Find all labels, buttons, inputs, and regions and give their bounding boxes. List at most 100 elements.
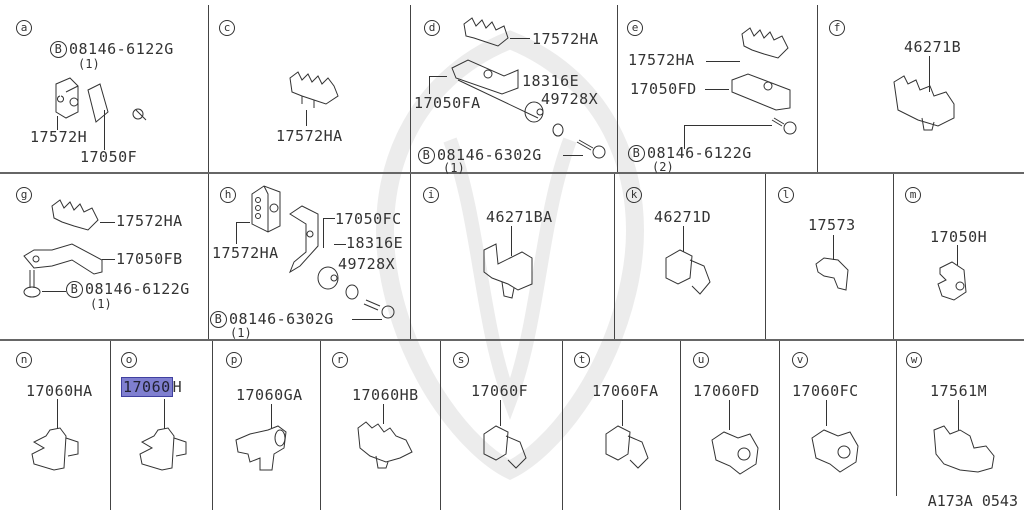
col-divider xyxy=(320,341,321,510)
comb-clamp-icon xyxy=(741,27,789,59)
col-divider xyxy=(212,341,213,510)
ref-marker-n: n xyxy=(16,352,32,368)
ref-marker-f: f xyxy=(829,20,845,36)
ref-marker-u: u xyxy=(693,352,709,368)
bolt-quantity: (1) xyxy=(230,326,252,340)
multi-clip-icon xyxy=(933,425,995,473)
col-divider xyxy=(614,174,615,339)
part-number-17060FA[interactable]: 17060FA xyxy=(592,382,659,400)
col-divider xyxy=(765,174,766,339)
ref-marker-g: g xyxy=(16,187,32,203)
bolt-symbol-icon: B xyxy=(418,147,435,164)
col-divider xyxy=(893,174,894,339)
comb-clamp-icon xyxy=(289,71,339,108)
bracket-icon xyxy=(451,59,564,137)
col-divider xyxy=(617,5,618,172)
bracket-icon xyxy=(288,205,395,319)
part-number-17060FC[interactable]: 17060FC xyxy=(792,382,859,400)
ref-marker-e: e xyxy=(627,20,643,36)
bolt-quantity: (1) xyxy=(78,57,100,71)
col-divider xyxy=(208,174,209,339)
push-clip-icon xyxy=(665,249,711,295)
part-number-17060FD[interactable]: 17060FD xyxy=(693,382,760,400)
part-number-17050H[interactable]: 17050H xyxy=(930,228,988,246)
comb-clamp-icon xyxy=(463,17,509,47)
bracket-icon xyxy=(23,243,103,275)
ref-marker-k: k xyxy=(626,187,642,203)
ref-marker-h: h xyxy=(220,187,236,203)
bolt-symbol-icon: B xyxy=(50,41,67,58)
part-number-17561M[interactable]: 17561M xyxy=(930,382,988,400)
col-divider xyxy=(110,341,111,510)
part-number-46271D[interactable]: 46271D xyxy=(654,208,712,226)
bolt-symbol-icon: B xyxy=(66,281,83,298)
search-highlight: 17060 xyxy=(121,377,173,397)
bolt-symbol-icon: B xyxy=(628,145,645,162)
part-number-17572HA[interactable]: 17572HA xyxy=(532,30,599,48)
part-number-17573[interactable]: 17573 xyxy=(808,216,856,234)
part-number-46271BA[interactable]: 46271BA xyxy=(486,208,553,226)
part-number-17050FD[interactable]: 17050FD xyxy=(630,80,697,98)
ref-marker-w: w xyxy=(906,352,922,368)
part-number-17060GA[interactable]: 17060GA xyxy=(236,386,303,404)
part-number-18316E[interactable]: 18316E xyxy=(346,234,404,252)
clamp-bracket-icon xyxy=(55,77,147,123)
col-divider xyxy=(896,341,897,496)
ref-marker-v: v xyxy=(792,352,808,368)
multi-clip-icon xyxy=(357,421,413,469)
ref-marker-o: o xyxy=(121,352,137,368)
diagram-code: A173A 0543 xyxy=(927,492,1018,510)
bolt-icon xyxy=(23,270,41,298)
part-number-17060F[interactable]: 17060F xyxy=(471,382,529,400)
clamp-block-icon xyxy=(251,185,281,233)
part-number-17572HA[interactable]: 17572HA xyxy=(276,127,343,145)
clip-icon xyxy=(483,243,533,299)
part-number-17572H[interactable]: 17572H xyxy=(30,128,88,146)
ref-marker-d: d xyxy=(424,20,440,36)
ref-marker-s: s xyxy=(453,352,469,368)
part-number-17572HA[interactable]: 17572HA xyxy=(116,212,183,230)
clip-icon xyxy=(815,257,849,291)
col-divider xyxy=(817,5,818,172)
part-number-17060HB[interactable]: 17060HB xyxy=(352,386,419,404)
row-divider-2 xyxy=(0,339,1024,341)
col-divider xyxy=(440,341,441,510)
part-number-17050FA[interactable]: 17050FA xyxy=(414,94,481,112)
bolt-icon xyxy=(576,139,606,159)
bolt-quantity: (1) xyxy=(443,161,465,175)
col-divider xyxy=(410,174,411,339)
push-clip-icon xyxy=(605,425,649,469)
part-number-46271B[interactable]: 46271B xyxy=(904,38,962,56)
watermark-emblem xyxy=(376,30,644,481)
part-number-18316E[interactable]: 18316E xyxy=(522,72,580,90)
clip-icon xyxy=(139,427,187,471)
col-divider xyxy=(208,5,209,172)
part-number-17572HA[interactable]: 17572HA xyxy=(628,51,695,69)
ref-marker-c: c xyxy=(219,20,235,36)
part-number-17572HA[interactable]: 17572HA xyxy=(212,244,279,262)
col-divider xyxy=(562,341,563,510)
part-number-17050FC[interactable]: 17050FC xyxy=(335,210,402,228)
bolt-quantity: (2) xyxy=(652,160,674,174)
col-divider xyxy=(779,341,780,510)
ref-marker-l: l xyxy=(778,187,794,203)
comb-clamp-icon xyxy=(51,199,99,231)
part-number-49728X[interactable]: 49728X xyxy=(338,255,396,273)
part-number-17060HA[interactable]: 17060HA xyxy=(26,382,93,400)
push-clip-icon xyxy=(483,425,527,469)
part-number-49728X[interactable]: 49728X xyxy=(541,90,599,108)
ref-marker-r: r xyxy=(332,352,348,368)
part-number-17050FB[interactable]: 17050FB xyxy=(116,250,183,268)
part-number-17050F[interactable]: 17050F xyxy=(80,148,138,166)
clip-icon xyxy=(31,427,79,471)
bolt-symbol-icon: B xyxy=(210,311,227,328)
bolt-icon xyxy=(771,117,797,135)
col-divider xyxy=(410,5,411,172)
row-divider-1 xyxy=(0,172,1024,174)
